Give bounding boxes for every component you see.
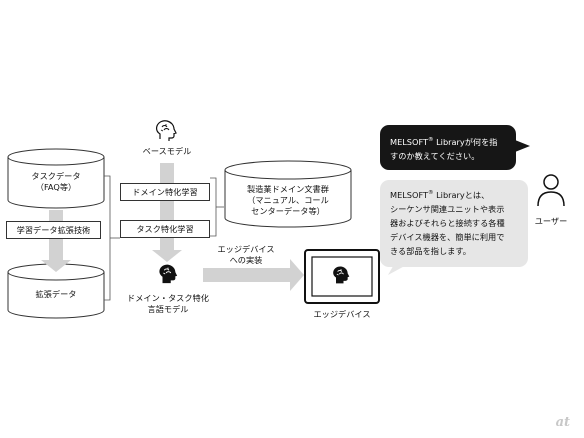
grey-arrow-augment bbox=[41, 210, 71, 272]
answer-brand: MELSOFT bbox=[390, 190, 429, 200]
user-label: ユーザー bbox=[534, 216, 568, 226]
task-data-cylinder bbox=[7, 148, 105, 209]
brain-head-outline-icon bbox=[156, 120, 177, 141]
question-bubble-tail bbox=[515, 140, 530, 152]
task-data-label: タスクデータ （FAQ等） bbox=[31, 171, 81, 192]
edge-impl-label: エッジデバイス への実装 bbox=[217, 244, 275, 265]
augment-tech-box: 学習データ拡張技術 bbox=[6, 221, 101, 239]
watermark-logo: at bbox=[555, 415, 570, 430]
domain-learning-label: ドメイン特化学習 bbox=[132, 187, 198, 197]
left-brace bbox=[104, 175, 120, 301]
answer-text: Libraryとは、 シーケンサ関連ユニットや表示 器およびそれらと接続する各種… bbox=[390, 190, 505, 256]
manufacturing-docs-label: 製造業ドメイン文書群 （マニュアル、コール センターデータ等） bbox=[247, 184, 329, 216]
brain-head-filled-icon bbox=[159, 264, 178, 284]
domain-learning-box: ドメイン特化学習 bbox=[120, 183, 210, 201]
user-icon bbox=[537, 174, 565, 207]
task-learning-box: タスク特化学習 bbox=[120, 220, 210, 238]
question-trademark: ® bbox=[428, 137, 434, 143]
answer-bubble: MELSOFT® Libraryとは、 シーケンサ関連ユニットや表示 器およびそ… bbox=[380, 180, 528, 267]
question-bubble: MELSOFT® Libraryが何を指 すのか教えてください。 bbox=[380, 125, 516, 170]
edge-device-label: エッジデバイス bbox=[313, 309, 371, 319]
augment-tech-label: 学習データ拡張技術 bbox=[16, 225, 91, 235]
grey-arrow-to-edge bbox=[203, 259, 304, 291]
manufacturing-docs-cylinder bbox=[224, 160, 352, 228]
grey-arrow-base-to-model bbox=[152, 163, 182, 262]
task-learning-label: タスク特化学習 bbox=[136, 224, 194, 234]
answer-trademark: ® bbox=[428, 190, 434, 196]
augmented-data-label: 拡張データ bbox=[35, 289, 77, 299]
question-text: Libraryが何を指 すのか教えてください。 bbox=[390, 137, 498, 161]
question-brand: MELSOFT bbox=[390, 137, 429, 147]
domain-task-model-label: ドメイン・タスク特化 言語モデル bbox=[127, 293, 209, 314]
right-brace bbox=[210, 177, 224, 237]
edge-brain-head-icon bbox=[333, 266, 350, 284]
base-model-label: ベースモデル bbox=[142, 146, 192, 156]
